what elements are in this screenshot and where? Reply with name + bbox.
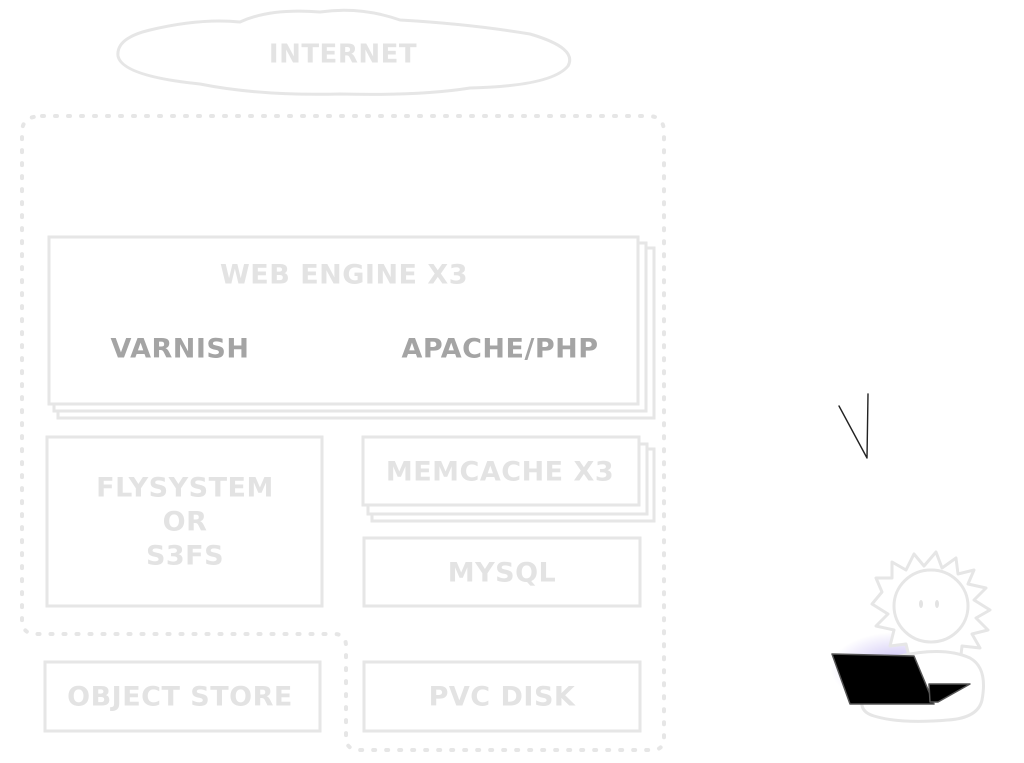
user-right-eye (935, 600, 939, 608)
web-engine-stack: WEB ENGINE X3 VARNISH APACHE/PHP (47, 235, 656, 420)
cloud-icon (116, 8, 572, 96)
laptop-screen (831, 653, 935, 705)
object-store-box-group: OBJECT STORE (43, 660, 322, 733)
flysystem-box (45, 435, 324, 608)
mysql-label: MYSQL (448, 558, 557, 589)
object-store-label: OBJECT STORE (67, 682, 293, 713)
memcache-label: MEMCACHE X3 (386, 457, 614, 488)
memcache-box (361, 435, 641, 507)
laptop-icon (831, 653, 971, 705)
object-store-box (43, 660, 322, 733)
flysystem-box-group: FLYSYSTEM OR S3FS (45, 435, 324, 608)
web-engine-box (47, 235, 640, 406)
pvc-disk-label: PVC DISK (429, 682, 576, 713)
s3fs-label: S3FS (146, 541, 224, 572)
cluster-boundary (20, 114, 666, 752)
user-left-eye (919, 600, 923, 608)
mysql-box-group: MYSQL (362, 536, 642, 608)
memcache-stack: MEMCACHE X3 (361, 435, 656, 523)
web-engine-title: WEB ENGINE X3 (220, 260, 468, 291)
internet-label: INTERNET (269, 40, 417, 70)
user-head (892, 568, 970, 644)
pen-stroke-mark (838, 393, 869, 459)
laptop-base (928, 683, 971, 703)
flysystem-or-label: OR (163, 507, 208, 538)
flysystem-label: FLYSYSTEM (96, 473, 274, 504)
pvc-disk-box-group: PVC DISK (362, 660, 642, 733)
mysql-box (362, 536, 642, 608)
varnish-label: VARNISH (111, 334, 250, 365)
apache-php-label: APACHE/PHP (402, 334, 599, 365)
internet-cloud: INTERNET (116, 8, 572, 96)
pvc-disk-box (362, 660, 642, 733)
user-with-laptop (830, 550, 992, 723)
